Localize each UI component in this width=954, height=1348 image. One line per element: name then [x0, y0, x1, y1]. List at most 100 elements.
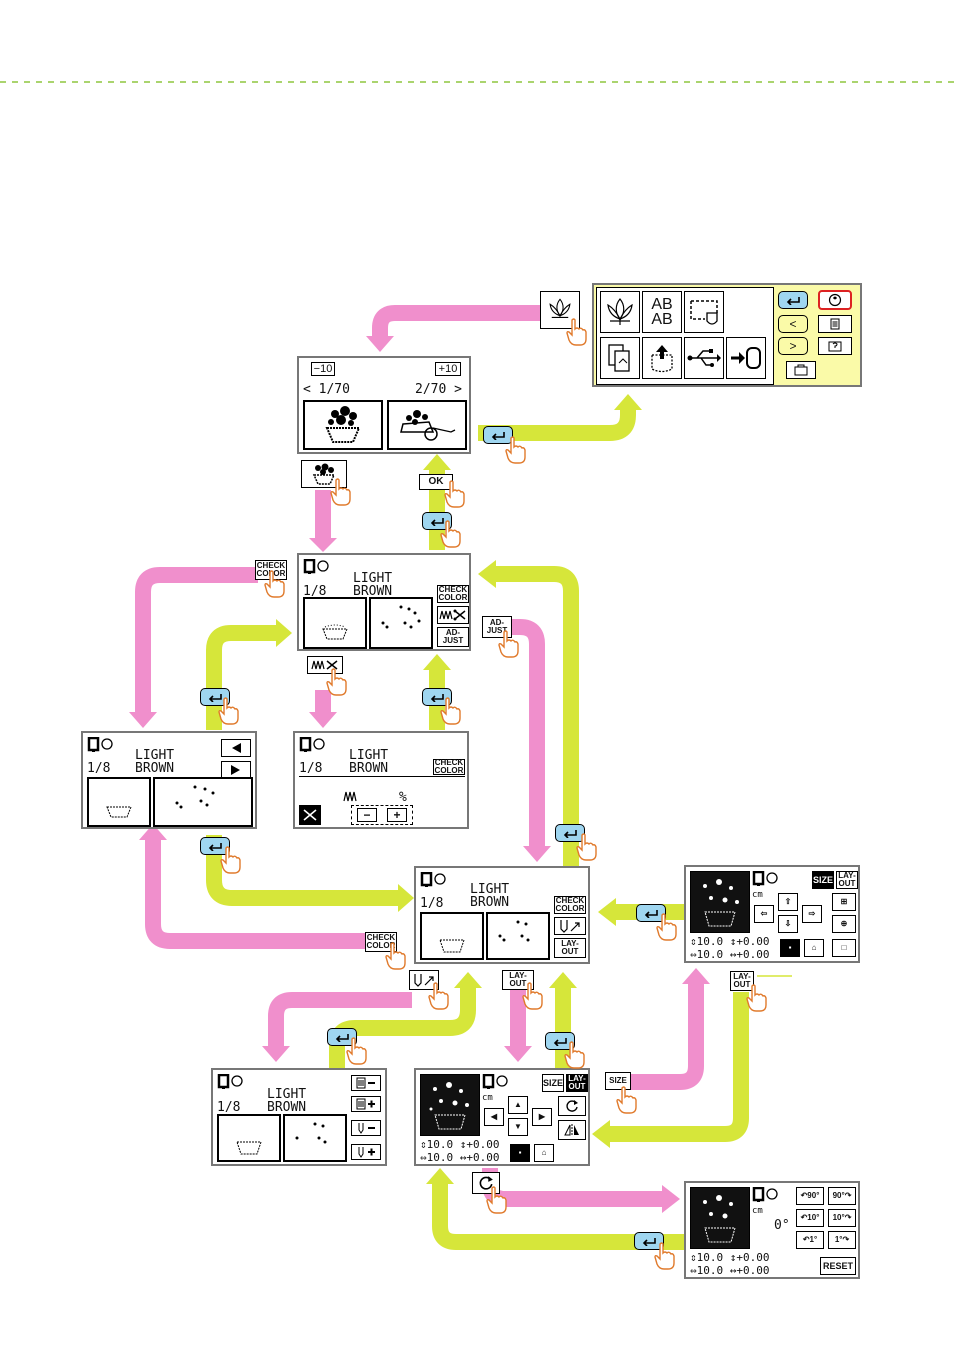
- rotate-right-1-label: 1°: [834, 1235, 843, 1244]
- layout-key[interactable]: LAY- OUT: [554, 938, 586, 958]
- back-button-patterns[interactable]: [483, 426, 513, 444]
- card-category-key[interactable]: [726, 337, 766, 379]
- enlarge-horizontal-key[interactable]: ⇨: [802, 905, 822, 923]
- reset-key[interactable]: RESET: [820, 1257, 856, 1275]
- pointing-hand-icon: [616, 1086, 638, 1114]
- trim-toggle-key[interactable]: [299, 805, 321, 825]
- basket-pattern-touch[interactable]: [301, 460, 347, 488]
- enlarge-vertical-key[interactable]: ⇧: [778, 893, 798, 911]
- height-value: 10.0: [696, 935, 724, 948]
- center-preview-key[interactable]: ▪: [510, 1144, 530, 1162]
- back-button-rotate[interactable]: [634, 1232, 664, 1250]
- trial-key[interactable]: ⌂: [804, 939, 824, 957]
- move-left-key[interactable]: ◀: [484, 1108, 504, 1126]
- layout-touch[interactable]: LAY- OUT: [730, 971, 754, 991]
- rotate-left-10-key[interactable]: ↶10°: [796, 1209, 824, 1227]
- memory-icon: [608, 344, 630, 372]
- plus-ten-key[interactable]: +10: [435, 362, 461, 376]
- thread-density-up-key[interactable]: [351, 1096, 381, 1112]
- rotate-right-10-key[interactable]: 10°↷: [828, 1209, 856, 1227]
- shrink-all-key[interactable]: ⊕: [832, 915, 856, 933]
- memory-category-key[interactable]: [600, 337, 640, 379]
- pocket-category-key[interactable]: [642, 337, 682, 379]
- needle-density-up-key[interactable]: [351, 1144, 381, 1160]
- check-color-key[interactable]: CHECK COLOR: [433, 758, 465, 775]
- back-button-check-color-2[interactable]: [200, 837, 230, 855]
- increase-key[interactable]: +: [387, 808, 407, 822]
- pointing-hand-icon: [498, 630, 520, 658]
- layout-tab-key[interactable]: LAY- OUT: [566, 1074, 588, 1092]
- move-up-key[interactable]: ▲: [508, 1096, 528, 1114]
- pattern-cart-thumbnail[interactable]: [387, 400, 467, 450]
- back-button-size[interactable]: [636, 904, 666, 922]
- pattern-basket-thumbnail[interactable]: [303, 400, 383, 450]
- density-touch[interactable]: [409, 970, 439, 990]
- density-plus-icon: [356, 1098, 375, 1110]
- pointing-hand-icon: [326, 668, 348, 696]
- frame-category-key[interactable]: [684, 291, 724, 333]
- rotate-key[interactable]: [558, 1096, 586, 1116]
- trial-key[interactable]: ⌂: [534, 1144, 554, 1162]
- back-button-layout[interactable]: [545, 1032, 575, 1050]
- mirror-key[interactable]: [558, 1120, 586, 1140]
- check-color-touch[interactable]: CHECK COLOR: [365, 932, 397, 952]
- thread-cut-key[interactable]: [437, 606, 469, 624]
- home-help-key[interactable]: [818, 337, 852, 355]
- enlarge-all-key[interactable]: ⊞: [832, 893, 856, 911]
- minus-ten-key[interactable]: −10: [311, 362, 335, 376]
- pointing-hand-icon: [522, 982, 544, 1010]
- layout-touch[interactable]: LAY- OUT: [502, 970, 534, 990]
- size-tab-key[interactable]: SIZE: [812, 871, 834, 889]
- density-key[interactable]: [554, 917, 586, 935]
- arrowhead: [592, 1120, 610, 1148]
- center-preview-key[interactable]: ▪: [780, 939, 800, 957]
- arrowhead: [423, 454, 451, 470]
- rotate-right-90-key[interactable]: 90°↷: [828, 1187, 856, 1205]
- shrink-vertical-key[interactable]: ⇩: [778, 915, 798, 933]
- move-down-key[interactable]: ▼: [508, 1118, 528, 1136]
- thread-density-down-key[interactable]: [351, 1075, 381, 1091]
- decrease-key[interactable]: −: [357, 808, 377, 822]
- embroidery-main-screen: 1/8 LIGHT BROWN CHECK COLOR AD- JUST: [297, 553, 471, 651]
- back-button-check-color[interactable]: [200, 688, 230, 706]
- check-color-key[interactable]: CHECK COLOR: [554, 896, 586, 914]
- rotate-left-90-key[interactable]: ↶90°: [796, 1187, 824, 1205]
- basket-preview-icon: [703, 879, 739, 927]
- shrink-horizontal-key[interactable]: ⇦: [754, 905, 774, 923]
- back-button-density[interactable]: [327, 1028, 357, 1046]
- usb-category-key[interactable]: [684, 337, 724, 379]
- frame-preview-icon: [752, 870, 782, 891]
- flower-icon: [549, 298, 571, 318]
- triangle-left-icon: [232, 743, 241, 753]
- rotate-left-1-key[interactable]: ↶1°: [796, 1231, 824, 1249]
- density-screen: 1/8 LIGHT BROWN: [211, 1068, 387, 1166]
- next-color-key[interactable]: [221, 761, 251, 779]
- needle-density-down-key[interactable]: [351, 1120, 381, 1136]
- home-back-button[interactable]: [778, 291, 808, 309]
- size-tab-key[interactable]: SIZE: [542, 1074, 564, 1092]
- rotate-right-1-key[interactable]: 1°↷: [828, 1231, 856, 1249]
- basket-icon: [325, 406, 361, 443]
- arrowhead: [478, 560, 496, 588]
- color-name-line1: LIGHT: [470, 882, 510, 897]
- height-icon: ⇕: [420, 1138, 427, 1151]
- flower-category-key[interactable]: [600, 291, 640, 333]
- home-machine-key[interactable]: [786, 361, 816, 379]
- character-category-key[interactable]: AB AB: [642, 291, 682, 333]
- home-next-button[interactable]: >: [778, 337, 808, 355]
- back-button-adjust[interactable]: [555, 824, 585, 842]
- home-file-key[interactable]: [818, 315, 852, 333]
- prev-color-key[interactable]: [221, 739, 251, 757]
- layout-tab-key[interactable]: LAY- OUT: [836, 871, 858, 889]
- ok-key-touch[interactable]: OK: [419, 474, 453, 490]
- back-button-thread-trim[interactable]: [422, 688, 452, 706]
- check-color-key[interactable]: CHECK COLOR: [437, 585, 469, 603]
- size-touch[interactable]: SIZE: [605, 1072, 631, 1090]
- original-size-key[interactable]: □: [832, 939, 856, 957]
- back-button-main[interactable]: [422, 512, 452, 530]
- width-icon: ⇔: [420, 1151, 427, 1164]
- home-prev-button[interactable]: <: [778, 315, 808, 333]
- adjust-key[interactable]: AD- JUST: [437, 627, 469, 647]
- move-right-key[interactable]: ▶: [532, 1108, 552, 1126]
- home-embroidery-key[interactable]: [818, 290, 852, 310]
